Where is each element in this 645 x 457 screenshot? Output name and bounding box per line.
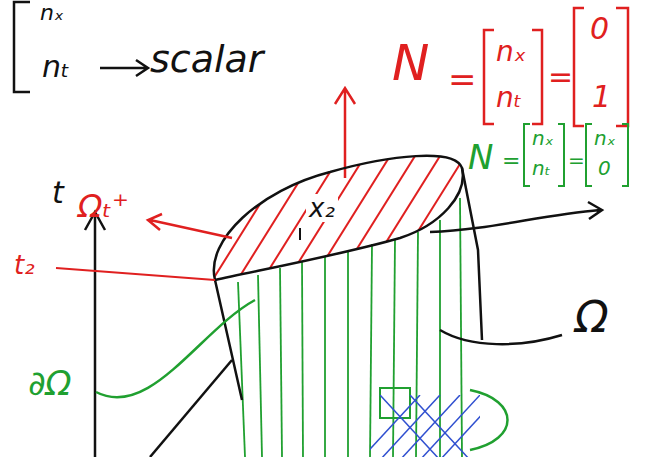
pointer: [148, 214, 232, 238]
bracket: [574, 8, 628, 126]
line: [150, 360, 232, 457]
sketch-label: =: [448, 62, 477, 96]
sketch-label: 0: [590, 14, 609, 44]
sketch-label: Ω: [575, 296, 609, 340]
sketch-label: =: [502, 150, 520, 172]
bracket: [524, 124, 564, 186]
arrow: [100, 60, 148, 76]
cylinder-side: [215, 168, 482, 400]
t-axis: [85, 212, 105, 457]
normal-arrow: [335, 88, 355, 178]
loop: [470, 390, 508, 450]
level-line: [56, 268, 215, 280]
cell: [380, 388, 410, 418]
sketch-label: t: [52, 178, 64, 208]
sketch-label: 1: [592, 82, 611, 112]
sketch-label: nₓ: [40, 2, 64, 24]
top-outline: [214, 156, 463, 280]
sketch-label: =: [548, 62, 573, 92]
top-hatch: [200, 140, 500, 300]
sketch-label: N: [468, 140, 493, 174]
sketch-label: ∂Ω: [28, 366, 72, 400]
sketch-label: nₓ: [496, 38, 526, 66]
sketch-label: =: [568, 150, 585, 170]
pointer: [96, 300, 255, 397]
sketch-label: nₓ: [532, 128, 554, 148]
arrow: [430, 202, 602, 232]
sketch-label: t₂: [14, 252, 35, 278]
bracket: [14, 2, 30, 92]
leader-line: [299, 228, 301, 240]
sketch-label: x₂: [306, 194, 338, 222]
bottom-hatch: [370, 395, 480, 457]
sketch-label: nₜ: [532, 158, 551, 178]
sketch-label: nₜ: [42, 52, 70, 82]
sketch-label: nₓ: [594, 128, 616, 148]
leader-line: [440, 330, 562, 344]
bracket: [484, 30, 542, 124]
sketch-label: scalar: [150, 40, 263, 78]
side-hatch: [238, 198, 462, 457]
sketch-label: N: [392, 38, 429, 88]
sketch-label: nₜ: [496, 84, 522, 112]
sketch-label: 0: [598, 158, 611, 178]
sketch-label: Ωₜ⁺: [78, 190, 129, 222]
bracket: [586, 124, 628, 186]
